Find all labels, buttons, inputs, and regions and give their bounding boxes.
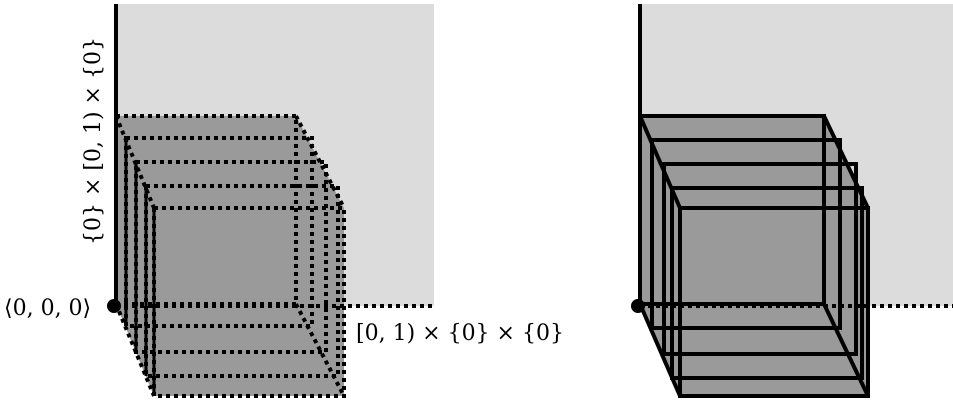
y-axis-label: {0} × [0, 1) × {0} — [81, 37, 106, 245]
left-cube-edges — [114, 114, 346, 398]
left-cube-solid-edges — [124, 138, 156, 396]
left-figure: ⟨0, 0, 0⟩ [0, 1) × {0} × {0} {0} × [0, 1… — [4, 4, 564, 398]
right-cube-edges — [638, 114, 870, 398]
origin-label: ⟨0, 0, 0⟩ — [4, 296, 91, 321]
x-axis-label: [0, 1) × {0} × {0} — [356, 321, 564, 346]
left-origin-point — [107, 299, 121, 313]
right-origin-point — [631, 299, 645, 313]
right-figure — [631, 4, 953, 398]
